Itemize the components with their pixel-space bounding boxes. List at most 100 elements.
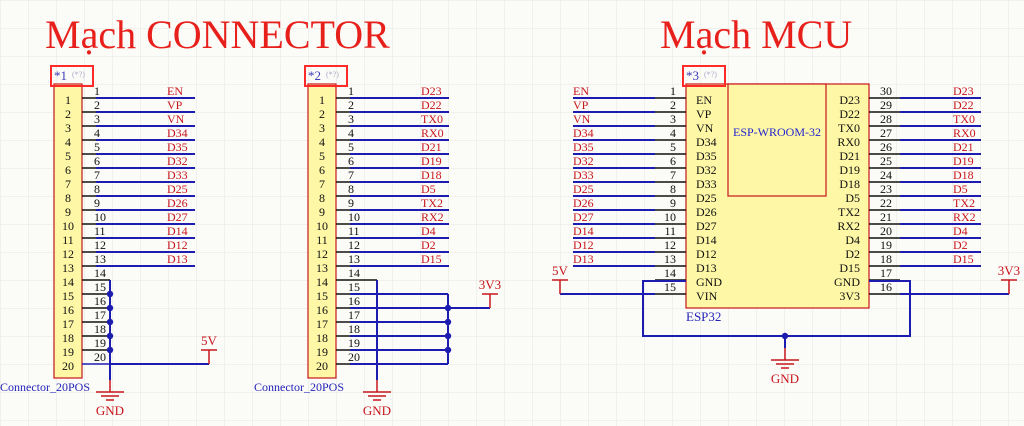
pin-number: 17	[94, 308, 106, 322]
part-name: Connector_20POS	[254, 380, 344, 394]
pin-number: 19	[94, 336, 106, 350]
net-label: D5	[421, 182, 436, 196]
connector-body-pin-number: 11	[316, 233, 328, 247]
connector-body-pin-number: 18	[62, 331, 74, 345]
net-label: D33	[167, 168, 188, 182]
connector-body-pin-number: 2	[65, 107, 71, 121]
designator-suffix: (*?)	[704, 70, 717, 79]
connector-body-pin-number: 6	[319, 163, 325, 177]
net-label: D2	[953, 238, 968, 252]
pin-name: D5	[845, 191, 860, 205]
pin-number: 3	[348, 112, 354, 126]
connector-body-pin-number: 12	[316, 247, 328, 261]
pin-number: 14	[664, 266, 676, 280]
pin-name: D2	[845, 247, 860, 261]
net-label: D33	[573, 168, 594, 182]
connector-body-pin-number: 20	[62, 359, 74, 373]
title-connector: Mạch CONNECTOR	[45, 12, 390, 57]
net-label: TX0	[421, 112, 443, 126]
net-label: D19	[953, 154, 974, 168]
net-label: TX0	[953, 112, 975, 126]
designator: *3	[686, 68, 699, 83]
pin-number: 12	[348, 238, 360, 252]
pin-name: GND	[696, 275, 722, 289]
pin-number: 30	[880, 84, 892, 98]
net-label: D26	[167, 196, 188, 210]
net-label: D5	[953, 182, 968, 196]
ground-label: GND	[96, 403, 124, 418]
net-label: D22	[421, 98, 442, 112]
pin-name: TX2	[838, 205, 860, 219]
pin-name: D34	[696, 135, 717, 149]
ground-label: GND	[363, 403, 391, 418]
net-label: TX2	[421, 196, 443, 210]
connector-body-pin-number: 3	[65, 121, 71, 135]
pin-name: VP	[696, 107, 712, 121]
connector-body-pin-number: 1	[65, 93, 71, 107]
pin-number: 3	[94, 112, 100, 126]
pin-number: 27	[880, 126, 892, 140]
pin-number: 4	[94, 126, 100, 140]
designator-suffix: (*?)	[72, 70, 85, 79]
pin-number: 8	[94, 182, 100, 196]
pin-number: 19	[348, 336, 360, 350]
pin-number: 4	[348, 126, 354, 140]
net-label: RX0	[421, 126, 444, 140]
net-label: D34	[573, 126, 594, 140]
connector-body-pin-number: 15	[316, 289, 328, 303]
connector-body-pin-number: 7	[319, 177, 325, 191]
connector-body-pin-number: 7	[65, 177, 71, 191]
part-name: ESP32	[686, 309, 721, 324]
designator: *2	[308, 68, 321, 83]
power-label: 5V	[201, 333, 218, 348]
pin-number: 11	[348, 224, 360, 238]
net-label: D32	[573, 154, 594, 168]
connector-body-pin-number: 2	[319, 107, 325, 121]
net-label: VN	[573, 112, 591, 126]
title-mcu: Mạch MCU	[660, 12, 852, 57]
net-label: D34	[167, 126, 188, 140]
net-label: D35	[573, 140, 594, 154]
net-label: D35	[167, 140, 188, 154]
designator-highlight	[682, 65, 726, 87]
connector-body-pin-number: 15	[62, 289, 74, 303]
connector-body-pin-number: 16	[316, 303, 328, 317]
connector-body-pin-number: 4	[65, 135, 71, 149]
net-label: RX2	[421, 210, 444, 224]
designator-highlight	[304, 65, 348, 87]
pin-number: 6	[670, 154, 676, 168]
pin-name: D13	[696, 261, 717, 275]
pin-name: D22	[839, 107, 860, 121]
net-label: VN	[167, 112, 185, 126]
pin-number: 17	[880, 266, 892, 280]
net-label: D19	[421, 154, 442, 168]
pin-number: 2	[348, 98, 354, 112]
pin-number: 15	[664, 280, 676, 294]
pin-name: D4	[845, 233, 860, 247]
pin-number: 7	[94, 168, 100, 182]
pin-name: D35	[696, 149, 717, 163]
pin-number: 19	[880, 238, 892, 252]
pin-name: D25	[696, 191, 717, 205]
connector-body-pin-number: 8	[65, 191, 71, 205]
pin-number: 13	[348, 252, 360, 266]
net-label: D15	[421, 252, 442, 266]
pin-number: 29	[880, 98, 892, 112]
pin-name: D26	[696, 205, 717, 219]
net-label: VP	[167, 98, 183, 112]
pin-number: 13	[94, 252, 106, 266]
pin-number: 15	[348, 280, 360, 294]
pin-number: 1	[348, 84, 354, 98]
connector-body-pin-number: 9	[319, 205, 325, 219]
pin-number: 8	[348, 182, 354, 196]
connector-body-pin-number: 9	[65, 205, 71, 219]
pin-number: 9	[94, 196, 100, 210]
junction-dot	[106, 290, 114, 298]
junction-dot	[106, 346, 114, 354]
pin-number: 16	[880, 280, 892, 294]
pin-number: 5	[94, 140, 100, 154]
pin-number: 6	[94, 154, 100, 168]
net-label: D32	[167, 154, 188, 168]
pin-name: D32	[696, 163, 717, 177]
